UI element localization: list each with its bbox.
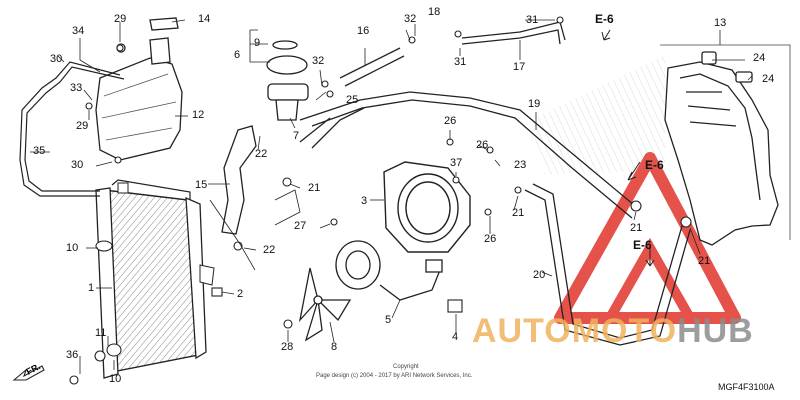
callout-10b: 10: [109, 373, 122, 385]
copyright-text: Page design (c) 2004 - 2017 by ARI Netwo…: [316, 373, 473, 379]
callout-27: 27: [294, 220, 307, 232]
diagram-code: MGF4F3100A: [718, 382, 775, 392]
ref-e6-c[interactable]: E-6: [633, 238, 652, 252]
overflow-hose: [19, 61, 125, 197]
callout-25: 25: [346, 94, 359, 106]
callout-21b: 21: [512, 207, 525, 219]
ref-e6[interactable]: E-6: [595, 12, 614, 26]
callout-16: 16: [357, 25, 370, 37]
callout-17: 17: [513, 61, 526, 73]
hatched-region: [530, 55, 665, 175]
long-hoses: [299, 21, 641, 219]
copyright-heading: Copyright: [393, 364, 419, 370]
watermark-text: AUTOMOTOHUB: [472, 312, 754, 351]
callout-21: 21: [308, 182, 321, 194]
fan-shroud: [383, 161, 471, 253]
callout-30b: 30: [71, 159, 84, 171]
callout-10: 10: [66, 242, 79, 254]
callout-26: 26: [444, 115, 457, 127]
callout-3: 3: [361, 195, 368, 207]
callout-9: 9: [254, 37, 261, 49]
callout-23: 23: [514, 159, 527, 171]
callout-4: 4: [452, 331, 459, 343]
callout-18: 18: [428, 6, 441, 18]
callout-7: 7: [293, 130, 300, 142]
callout-33: 33: [70, 82, 83, 94]
watermark-part2: HUB: [677, 312, 754, 350]
callout-31: 31: [526, 14, 539, 26]
callout-24b: 24: [762, 73, 775, 85]
filler-neck: [266, 40, 309, 121]
leader-lines: [30, 19, 753, 374]
callout-32: 32: [404, 13, 417, 25]
callout-20: 20: [533, 269, 546, 281]
callout-37: 37: [450, 157, 463, 169]
callout-6: 6: [234, 49, 241, 61]
callout-14: 14: [198, 13, 211, 25]
callout-26b: 26: [476, 139, 489, 151]
fan-motor: [335, 240, 443, 301]
callout-30: 30: [50, 53, 63, 65]
watermark-part1: AUTOMOTO: [472, 312, 678, 350]
lower-hose: [524, 183, 691, 346]
callout-1: 1: [88, 282, 95, 294]
callout-24: 24: [753, 52, 766, 64]
callout-13: 13: [714, 17, 727, 29]
callout-12: 12: [192, 109, 205, 121]
callout-15: 15: [195, 179, 208, 191]
callout-19: 19: [528, 98, 541, 110]
callout-29: 29: [114, 13, 127, 25]
callout-29b: 29: [76, 120, 89, 132]
callout-35: 35: [33, 145, 46, 157]
callout-34: 34: [72, 25, 85, 37]
fasteners: [69, 16, 692, 385]
callout-31b: 31: [454, 56, 467, 68]
cooling-fan: [298, 267, 352, 342]
front-arrow-icon: [12, 365, 45, 381]
callout-21c: 21: [630, 222, 643, 234]
callout-11: 11: [95, 327, 107, 339]
callout-21d: 21: [698, 255, 711, 267]
callout-28: 28: [281, 341, 294, 353]
callout-5: 5: [385, 314, 392, 326]
callout-22b: 22: [263, 244, 276, 256]
callout-8: 8: [331, 341, 338, 353]
callout-36: 36: [66, 349, 79, 361]
callout-26c: 26: [484, 233, 497, 245]
radiator: [95, 179, 215, 379]
ref-e6-b[interactable]: E-6: [645, 158, 664, 172]
callout-32b: 32: [312, 55, 325, 67]
upper-hose: [221, 125, 257, 235]
reservoir-tank: [95, 17, 183, 161]
callout-22: 22: [255, 148, 268, 160]
e6-arrow-icon: [601, 29, 655, 267]
callout-2: 2: [237, 288, 244, 300]
